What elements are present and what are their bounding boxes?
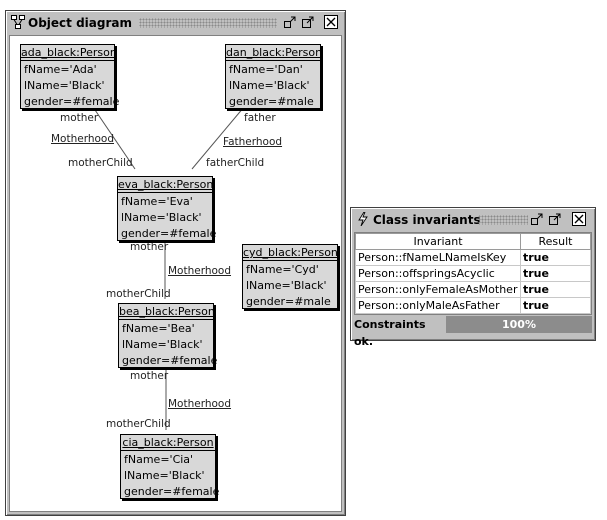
object-box-eva[interactable]: eva_black:Person fName='Eva' lName='Blac…	[117, 176, 217, 241]
invariant-name: Person::fNameLNameIsKey	[355, 249, 521, 266]
invariant-name: Person::offspringsAcyclic	[355, 265, 521, 282]
object-box-dan[interactable]: dan_black:Person fName='Dan' lName='Blac…	[225, 44, 323, 109]
object-attr: fName='Cia'	[124, 453, 194, 466]
object-name: dan_black:Person	[226, 46, 323, 61]
object-name: ada_black:Person	[21, 46, 117, 61]
object-attr: gender=#female	[24, 95, 120, 108]
close-icon[interactable]	[324, 15, 338, 29]
role-label-motherchild-eva: motherChild	[68, 157, 133, 169]
invariant-result: true	[520, 249, 591, 266]
object-attr: lName='Black'	[121, 211, 202, 224]
role-label-mother-eva: mother	[130, 241, 169, 253]
role-label-mother-bea: mother	[130, 370, 169, 382]
object-attr: lName='Black'	[24, 79, 105, 92]
object-attr: fName='Dan'	[229, 63, 303, 76]
table-row[interactable]: Person::onlyMaleAsFather true	[355, 297, 591, 314]
object-attr: fName='Bea'	[122, 322, 195, 335]
object-box-ada[interactable]: ada_black:Person fName='Ada' lName='Blac…	[20, 44, 120, 109]
titlebar-grip	[478, 215, 528, 225]
object-name: bea_black:Person	[119, 305, 215, 320]
table-row[interactable]: Person::offspringsAcyclic true	[355, 265, 591, 282]
object-diagram-window: Object diagram mother Motherhood	[5, 10, 346, 516]
object-name: cyd_black:Person	[243, 246, 338, 261]
invariants-table: Invariant Result Person::fNameLNameIsKey…	[355, 233, 591, 314]
column-header-result[interactable]: Result	[520, 233, 591, 250]
lightning-icon	[358, 212, 368, 226]
class-invariants-title: Class invariants	[373, 213, 481, 227]
object-attr: lName='Black'	[124, 469, 205, 482]
restore-icon[interactable]	[530, 212, 544, 226]
assoc-label-fatherhood: Fatherhood	[223, 136, 283, 148]
progress-bar: 100%	[446, 316, 592, 333]
invariant-result: true	[520, 265, 591, 282]
object-attr: lName='Black'	[122, 338, 203, 351]
table-row[interactable]: Person::onlyFemaleAsMother true	[355, 281, 591, 298]
assoc-label-motherhood-eva: Motherhood	[168, 265, 232, 277]
titlebar-grip	[139, 18, 277, 28]
object-attr: gender=#male	[229, 95, 314, 108]
assoc-label-motherhood-bea: Motherhood	[168, 398, 232, 410]
invariant-result: true	[520, 281, 591, 298]
column-header-invariant[interactable]: Invariant	[355, 233, 521, 250]
object-attr: gender=#male	[246, 295, 331, 308]
link-ada-eva	[92, 106, 136, 170]
table-row[interactable]: Person::fNameLNameIsKey true	[355, 249, 591, 266]
class-invariants-titlebar[interactable]: Class invariants	[354, 211, 592, 229]
object-attr: gender=#female	[124, 485, 220, 498]
diagram-icon	[11, 15, 25, 29]
link-lines	[92, 106, 245, 430]
object-box-cia[interactable]: cia_black:Person fName='Cia' lName='Blac…	[120, 434, 220, 499]
constraints-status: Constraints ok.	[354, 318, 426, 348]
object-diagram-canvas[interactable]: mother Motherhood motherChild father Fat…	[9, 35, 342, 512]
object-attr: fName='Ada'	[24, 63, 97, 76]
restore-icon[interactable]	[283, 15, 297, 29]
table-header-row: Invariant Result	[355, 233, 591, 250]
object-attr: gender=#female	[122, 354, 218, 367]
role-label-motherchild-cia: motherChild	[106, 418, 171, 430]
invariant-name: Person::onlyFemaleAsMother	[355, 281, 521, 298]
invariant-name: Person::onlyMaleAsFather	[355, 297, 521, 314]
link-dan-eva	[191, 106, 245, 170]
object-name: eva_black:Person	[118, 178, 214, 193]
object-diagram-title: Object diagram	[28, 16, 132, 30]
object-name: cia_black:Person	[121, 436, 215, 451]
object-box-cyd[interactable]: cyd_black:Person fName='Cyd' lName='Blac…	[242, 244, 338, 309]
class-invariants-window: Class invariants Invariant Result Person…	[350, 207, 596, 348]
close-icon[interactable]	[572, 212, 586, 226]
invariants-table-area: Invariant Result Person::fNameLNameIsKey…	[354, 232, 592, 315]
object-attr: lName='Black'	[246, 279, 327, 292]
object-attr: fName='Cyd'	[246, 263, 319, 276]
assoc-label-motherhood-ada: Motherhood	[51, 133, 115, 145]
object-diagram-titlebar[interactable]: Object diagram	[9, 14, 342, 32]
role-label-father-dan: father	[244, 112, 276, 124]
role-label-mother-ada: mother	[60, 112, 99, 124]
invariant-result: true	[520, 297, 591, 314]
maximize-icon[interactable]	[548, 212, 562, 226]
object-attr: gender=#female	[121, 227, 217, 240]
object-attr: lName='Black'	[229, 79, 310, 92]
role-label-fatherchild-eva: fatherChild	[206, 157, 265, 169]
object-box-bea[interactable]: bea_black:Person fName='Bea' lName='Blac…	[118, 303, 218, 368]
maximize-icon[interactable]	[301, 15, 315, 29]
role-label-motherchild-bea: motherChild	[106, 288, 171, 300]
object-attr: fName='Eva'	[121, 195, 193, 208]
